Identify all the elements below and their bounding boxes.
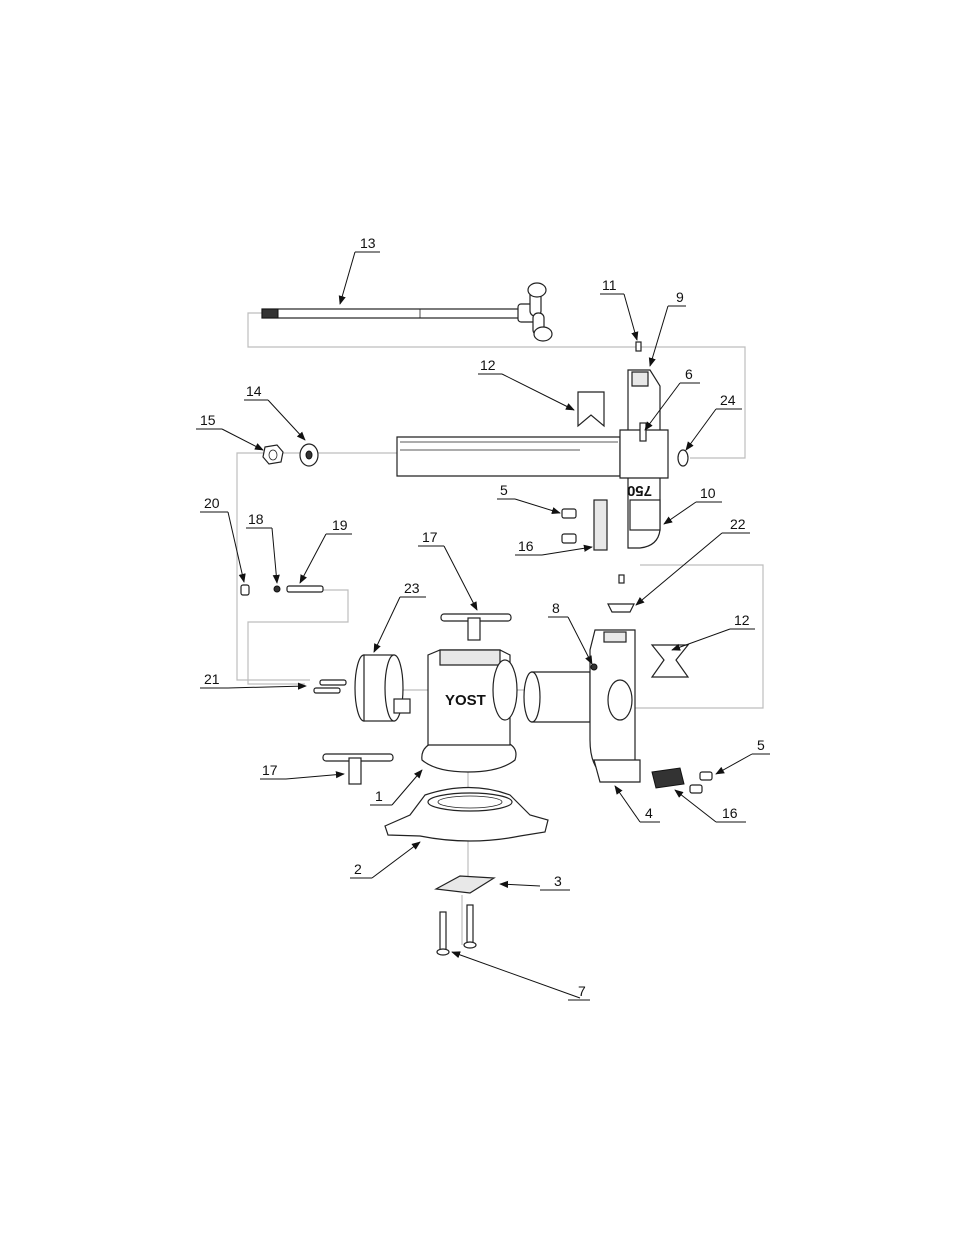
callout-22: 22 <box>635 516 750 606</box>
svg-text:4: 4 <box>645 805 653 821</box>
svg-text:2: 2 <box>354 861 362 877</box>
svg-text:17: 17 <box>422 529 438 545</box>
callout-3: 3 <box>499 873 570 891</box>
svg-text:21: 21 <box>204 671 220 687</box>
part-7-mounting-bolts <box>436 904 477 956</box>
part-12-jaw-insert-upper <box>577 391 605 428</box>
callout-5-upper: 5 <box>497 482 561 515</box>
part-14-washer <box>299 443 319 467</box>
callouts: 13 11 9 12 6 14 15 <box>196 235 770 1001</box>
callout-10: 10 <box>663 485 722 525</box>
callout-7: 7 <box>451 951 590 1001</box>
svg-text:16: 16 <box>518 538 534 554</box>
part-17-t-handle-lower <box>322 753 394 785</box>
part-24-washer <box>677 449 689 467</box>
callout-12-upper: 12 <box>478 357 575 411</box>
part-15-nut <box>262 444 284 465</box>
callout-1: 1 <box>370 769 423 806</box>
part-16-jaw-plate-upper <box>561 499 608 551</box>
callout-2: 2 <box>350 841 421 879</box>
svg-text:20: 20 <box>204 495 220 511</box>
svg-text:3: 3 <box>554 873 562 889</box>
callout-19: 19 <box>299 517 352 584</box>
callout-20: 20 <box>200 495 246 583</box>
callout-16-lower: 16 <box>674 789 746 823</box>
svg-text:8: 8 <box>552 600 560 616</box>
part-22-plate <box>607 574 635 613</box>
callout-8: 8 <box>548 600 593 665</box>
svg-text:16: 16 <box>722 805 738 821</box>
svg-text:6: 6 <box>685 366 693 382</box>
svg-text:13: 13 <box>360 235 376 251</box>
svg-text:1: 1 <box>375 788 383 804</box>
part-3-base-plate <box>434 875 496 894</box>
part-20-screw <box>240 584 250 596</box>
part-16-jaw-plate-lower <box>651 767 685 789</box>
svg-text:24: 24 <box>720 392 736 408</box>
part-11-set-pin <box>635 341 642 352</box>
svg-text:11: 11 <box>602 277 617 293</box>
callout-11: 11 <box>600 277 639 341</box>
part-18-pin <box>273 585 281 593</box>
svg-text:19: 19 <box>332 517 348 533</box>
callout-14: 14 <box>244 383 306 441</box>
jaw-model-text: 750 <box>627 482 652 499</box>
callout-15: 15 <box>196 412 264 451</box>
callout-24: 24 <box>685 392 742 451</box>
svg-text:10: 10 <box>700 485 716 501</box>
callout-4: 4 <box>614 785 660 823</box>
callout-16-upper: 16 <box>515 538 593 556</box>
part-17-t-handle-upper <box>440 613 512 641</box>
part-12-jaw-insert-lower <box>650 644 690 678</box>
part-5-cap-screw-upper <box>561 508 577 519</box>
svg-text:17: 17 <box>262 762 278 778</box>
svg-text:5: 5 <box>757 737 765 753</box>
svg-text:23: 23 <box>404 580 420 596</box>
callout-17-upper: 17 <box>418 529 478 611</box>
callout-9: 9 <box>648 289 686 367</box>
callout-17-lower: 17 <box>260 762 345 780</box>
svg-text:14: 14 <box>246 383 262 399</box>
brand-text: YOST <box>445 692 486 709</box>
part-2-swivel-base <box>384 786 549 842</box>
callout-23: 23 <box>373 580 426 653</box>
callout-18: 18 <box>246 511 280 584</box>
callout-6: 6 <box>644 366 700 431</box>
part-19-long-bolt <box>286 585 324 593</box>
part-5-cap-screw-lower <box>689 771 713 794</box>
callout-12-lower: 12 <box>671 612 755 651</box>
assembly-guide-lines <box>236 312 764 945</box>
svg-text:18: 18 <box>248 511 264 527</box>
part-23-swivel-cylinder <box>354 654 411 722</box>
svg-text:12: 12 <box>734 612 750 628</box>
part-21-screws <box>313 679 347 694</box>
svg-text:15: 15 <box>200 412 216 428</box>
svg-text:9: 9 <box>676 289 684 305</box>
svg-text:7: 7 <box>578 983 586 999</box>
part-13-main-screw-handle <box>261 282 553 342</box>
svg-text:5: 5 <box>500 482 508 498</box>
part-1-vise-body: YOST <box>421 649 518 773</box>
callout-5-lower: 5 <box>715 737 770 775</box>
movable-jaw-assembly: 750 <box>396 369 669 549</box>
callout-13: 13 <box>338 235 380 305</box>
svg-text:22: 22 <box>730 516 746 532</box>
part-4-stationary-jaw <box>523 629 641 783</box>
callout-21: 21 <box>200 671 307 690</box>
svg-text:12: 12 <box>480 357 496 373</box>
